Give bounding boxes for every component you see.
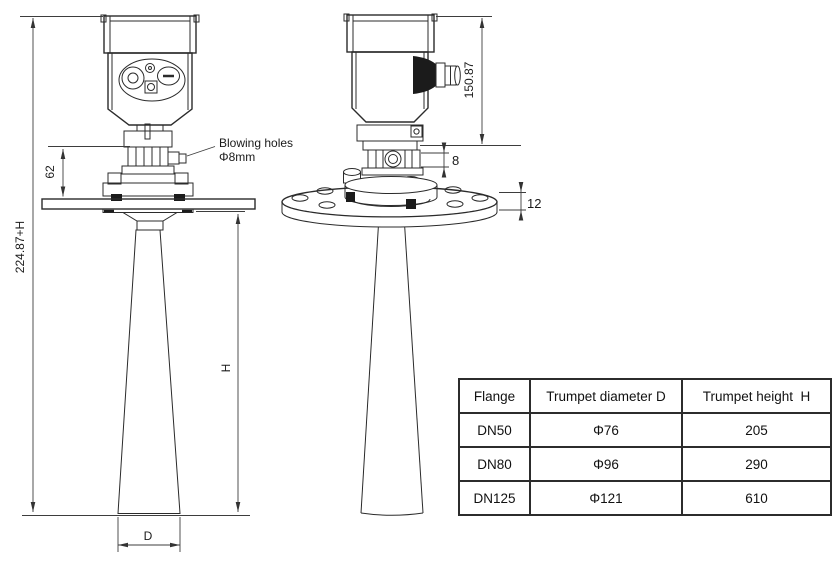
flange-bolt-holes: [291, 186, 489, 209]
spec-table-header-row: Flange Trumpet diameter D Trumpet height…: [458, 378, 832, 414]
dim-overall-height: 224.87+H: [13, 16, 250, 516]
blowing-hole-nozzle: [167, 151, 187, 165]
dim-trumpet-diameter: D: [117, 517, 181, 552]
left-horn: [117, 212, 181, 514]
blowing-holes-callout: Blowing holes Φ8mm: [186, 136, 293, 164]
right-view: [281, 13, 498, 516]
trumpet-diameter-label: D: [144, 529, 153, 543]
flange-cell: DN125: [458, 480, 531, 516]
col-header-trumpet-diameter: Trumpet diameter D: [529, 378, 683, 414]
diameter-cell: Φ96: [529, 446, 683, 482]
display-face: [118, 58, 186, 102]
left-view: [41, 14, 256, 514]
table-row: DN125 Φ121 610: [458, 480, 832, 516]
dim-flange-thickness: 12: [499, 182, 541, 221]
trumpet-height-label: H: [219, 364, 233, 373]
flange-thickness-label: 12: [527, 196, 541, 211]
dim-housing-height: 150.87: [420, 16, 521, 146]
diameter-cell: Φ76: [529, 412, 683, 448]
neck-height-label: 62: [43, 165, 57, 179]
height-cell: 610: [681, 480, 832, 516]
right-horn: [360, 215, 424, 516]
col-header-flange: Flange: [458, 378, 531, 414]
flange-cell: DN50: [458, 412, 531, 448]
table-row: DN50 Φ76 205: [458, 412, 832, 448]
dim-neck-height: 62: [43, 146, 130, 197]
housing-height-label: 150.87: [462, 61, 476, 98]
hole-size-label: 8: [452, 153, 459, 168]
col-header-trumpet-height: Trumpet height H: [681, 378, 832, 414]
flange-cell: DN80: [458, 446, 531, 482]
table-row: DN80 Φ96 290: [458, 446, 832, 482]
dim-hole-size: 8: [421, 142, 459, 178]
dim-trumpet-height: H: [196, 211, 245, 512]
right-flange: [281, 186, 498, 228]
blowing-holes-label-line2: Φ8mm: [219, 150, 255, 164]
diameter-cell: Φ121: [529, 480, 683, 516]
dimensions: 224.87+H 62 Blowing holes Φ8mm H: [13, 16, 541, 552]
overall-height-label: 224.87+H: [13, 221, 27, 273]
height-cell: 205: [681, 412, 832, 448]
right-boss: [343, 168, 438, 209]
spec-table: Flange Trumpet diameter D Trumpet height…: [458, 378, 832, 516]
left-housing-lid: [100, 14, 200, 54]
cable-gland: [413, 56, 461, 94]
right-housing-lid: [343, 13, 438, 53]
left-neck-assembly: [102, 123, 194, 201]
blowing-holes-label-line1: Blowing holes: [219, 136, 293, 150]
left-flange-plate: [41, 198, 256, 213]
right-neck-assembly: [356, 124, 424, 176]
blowing-hole-side: [384, 150, 402, 168]
height-cell: 290: [681, 446, 832, 482]
